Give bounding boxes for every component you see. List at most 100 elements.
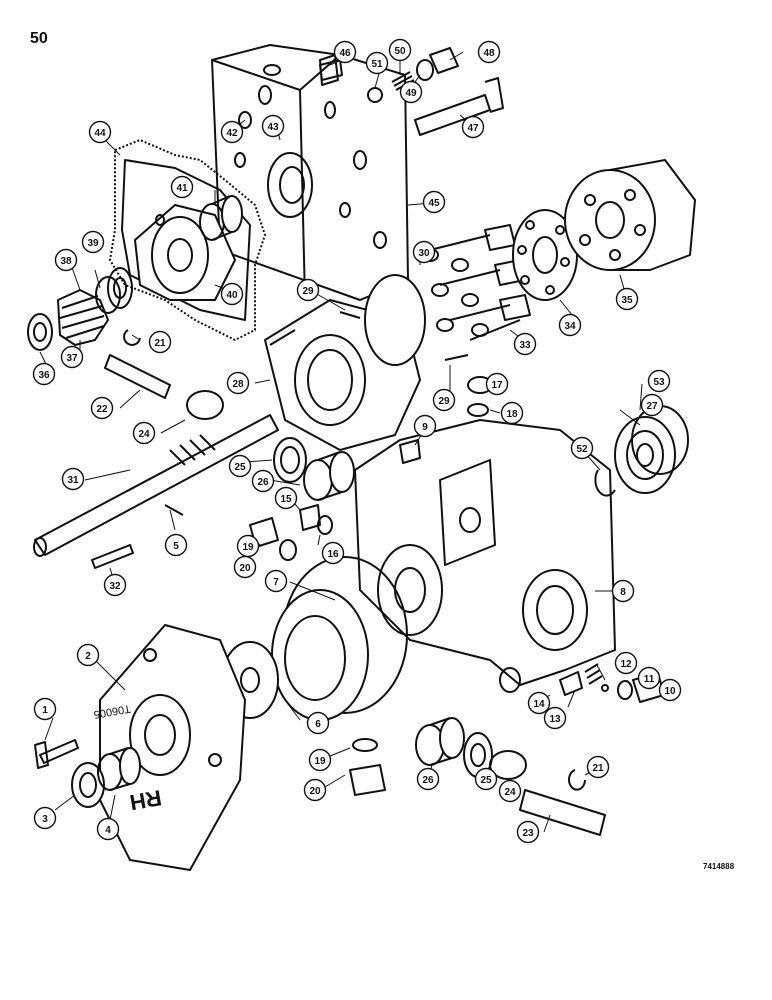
- plug-9: [399, 439, 421, 464]
- callout-37: 37: [60, 345, 84, 369]
- callout-31: 31: [61, 467, 85, 491]
- callout-label: 50: [394, 46, 406, 57]
- callout-circle: [226, 371, 250, 395]
- callout-circle: [103, 573, 127, 597]
- callout-42: 42: [220, 120, 244, 144]
- oring-20a: [279, 539, 297, 561]
- callout-label: 20: [239, 563, 251, 574]
- callout-circle: [148, 330, 172, 354]
- bearing-27: [614, 416, 676, 494]
- shaft-31: [33, 414, 279, 557]
- callout-9: 9: [413, 414, 437, 438]
- callout-circle: [220, 120, 244, 144]
- callout-circle: [500, 401, 524, 425]
- callout-label: 27: [646, 401, 658, 412]
- callout-circle: [132, 421, 156, 445]
- page-number: 50: [30, 30, 48, 47]
- callout-label: 21: [154, 338, 166, 349]
- callout-circle: [614, 651, 638, 675]
- callout-12: 12: [614, 651, 638, 675]
- spring-13: [584, 663, 603, 685]
- callout-6: 6: [306, 711, 330, 735]
- callout-circle: [261, 114, 285, 138]
- callout-38: 38: [54, 248, 78, 272]
- callout-22: 22: [90, 396, 114, 420]
- callout-label: 45: [428, 198, 440, 209]
- callout-circle: [251, 469, 275, 493]
- callout-3: 3: [33, 806, 57, 830]
- bushing-26a: [303, 451, 355, 501]
- pin-23: [519, 789, 606, 836]
- callout-24: 24: [132, 421, 156, 445]
- callout-label: 2: [85, 651, 91, 662]
- callout-circle: [586, 755, 610, 779]
- callout-39: 39: [81, 230, 105, 254]
- callout-circle: [365, 51, 389, 75]
- callout-28: 28: [226, 371, 250, 395]
- callout-label: 48: [483, 48, 495, 59]
- callout-50: 50: [388, 38, 412, 62]
- callout-20: 20: [303, 778, 327, 802]
- callout-25: 25: [474, 767, 498, 791]
- clip-21b: [568, 769, 586, 791]
- callout-label: 26: [257, 477, 269, 488]
- plate-30: [364, 274, 426, 366]
- callout-circle: [33, 697, 57, 721]
- callout-29: 29: [432, 388, 456, 412]
- callout-circle: [88, 120, 112, 144]
- pin-29b: [444, 354, 469, 361]
- callout-24: 24: [498, 779, 522, 803]
- callout-label: 29: [302, 286, 314, 297]
- callout-label: 49: [405, 88, 417, 99]
- callout-label: 34: [564, 321, 576, 332]
- bushing-4: [97, 747, 141, 791]
- callout-23: 23: [516, 820, 540, 844]
- callout-10: 10: [658, 678, 682, 702]
- key-5: [164, 504, 184, 516]
- oring-18: [467, 403, 489, 417]
- callout-25: 25: [228, 454, 252, 478]
- callout-19: 19: [236, 534, 260, 558]
- callout-label: 1: [42, 705, 48, 716]
- callout-circle: [477, 40, 501, 64]
- callout-label: 21: [592, 763, 604, 774]
- callout-label: 39: [87, 238, 99, 249]
- bolt-47: [414, 77, 504, 136]
- callout-47: 47: [461, 115, 485, 139]
- callout-label: 17: [491, 380, 503, 391]
- callout-label: 29: [438, 396, 450, 407]
- callout-16: 16: [321, 541, 345, 565]
- callout-circle: [422, 190, 446, 214]
- callout-circle: [333, 40, 357, 64]
- callout-40: 40: [220, 282, 244, 306]
- callout-26: 26: [251, 469, 275, 493]
- callout-label: 8: [620, 587, 626, 598]
- callout-circle: [658, 678, 682, 702]
- callout-5: 5: [164, 533, 188, 557]
- callout-circle: [96, 817, 120, 841]
- callout-circle: [90, 396, 114, 420]
- clip-21: [123, 329, 141, 346]
- plug-19b: [349, 764, 386, 796]
- callout-18: 18: [500, 401, 524, 425]
- callout-circle: [558, 313, 582, 337]
- callout-circle: [170, 175, 194, 199]
- callout-label: 41: [176, 183, 188, 194]
- callout-label: 20: [309, 786, 321, 797]
- callout-label: 47: [467, 123, 479, 134]
- oring-11: [617, 680, 633, 700]
- seal-3: [71, 762, 105, 808]
- barrel-35: [564, 159, 696, 271]
- callout-label: 19: [242, 542, 254, 553]
- callout-circle: [32, 362, 56, 386]
- callout-label: 43: [267, 122, 279, 133]
- callout-circle: [274, 486, 298, 510]
- pin-29a: [339, 311, 361, 319]
- callout-35: 35: [615, 287, 639, 311]
- callout-label: 38: [60, 256, 72, 267]
- callout-36: 36: [32, 362, 56, 386]
- ball-12: [601, 684, 609, 692]
- callout-circle: [264, 569, 288, 593]
